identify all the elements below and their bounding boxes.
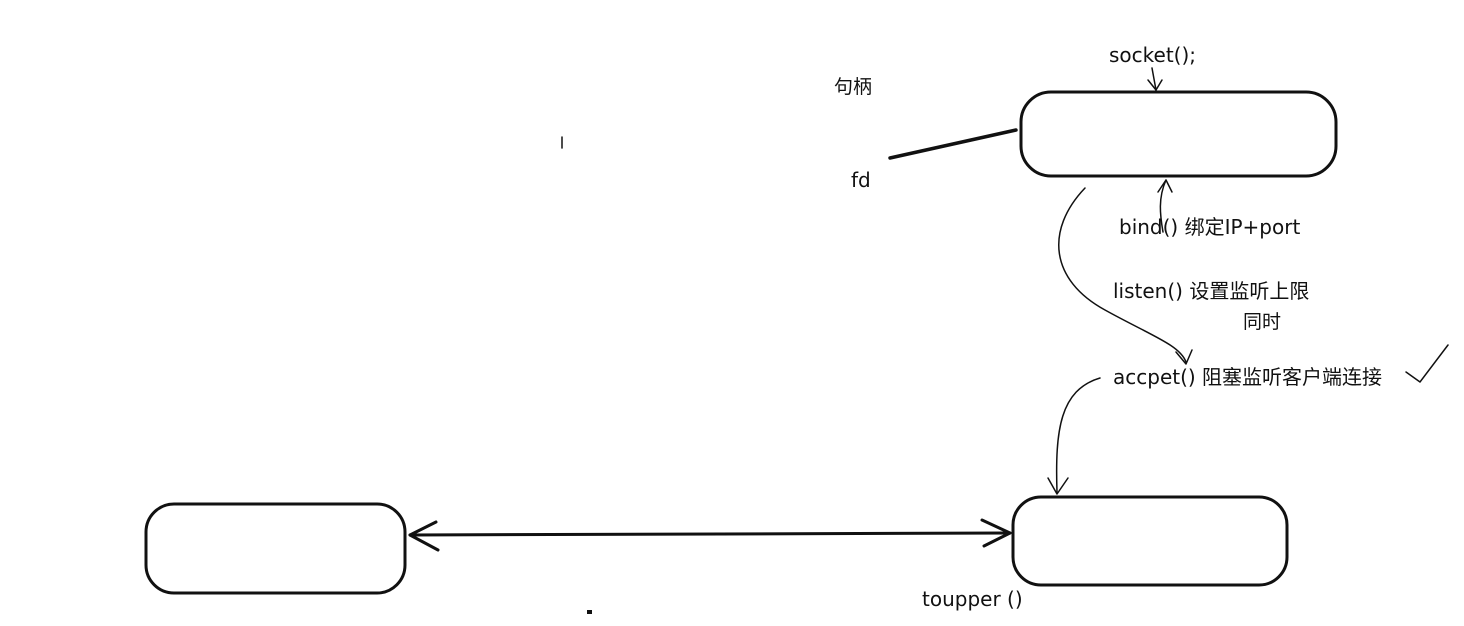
connection-line bbox=[408, 531, 1012, 537]
simultaneous-label: 同时 bbox=[1243, 311, 1282, 333]
toupper-label: toupper () bbox=[922, 587, 1023, 611]
handle-label: 句柄 bbox=[834, 76, 873, 98]
socket-label: socket(); bbox=[1109, 43, 1197, 67]
fd-line bbox=[888, 128, 1018, 160]
listen-label: listen() 设置监听上限 bbox=[1113, 279, 1310, 303]
bind-arrow bbox=[1159, 179, 1167, 233]
fd-label: fd bbox=[851, 168, 871, 192]
accept-flow-arrow bbox=[1055, 377, 1101, 493]
connection-arrow-right bbox=[980, 518, 1012, 548]
connection-arrow-left bbox=[408, 520, 440, 552]
accept-flow-arrow-head bbox=[1047, 477, 1069, 495]
server-socket-box bbox=[1019, 90, 1338, 178]
listen-flow-arrow-head bbox=[1175, 349, 1193, 365]
accept-label: accpet() 阻塞监听客户端连接 bbox=[1113, 365, 1383, 389]
socket-arrow bbox=[1151, 67, 1157, 91]
client-box bbox=[144, 502, 407, 595]
listen-flow-arrow bbox=[1058, 187, 1187, 363]
bind-arrow-head bbox=[1157, 179, 1173, 193]
bind-label: bind() 绑定IP+port bbox=[1119, 215, 1301, 239]
socket-arrow-head bbox=[1147, 79, 1163, 91]
check-mark bbox=[1405, 344, 1449, 383]
stray-dot bbox=[587, 610, 592, 614]
server-connection-box bbox=[1011, 495, 1289, 587]
